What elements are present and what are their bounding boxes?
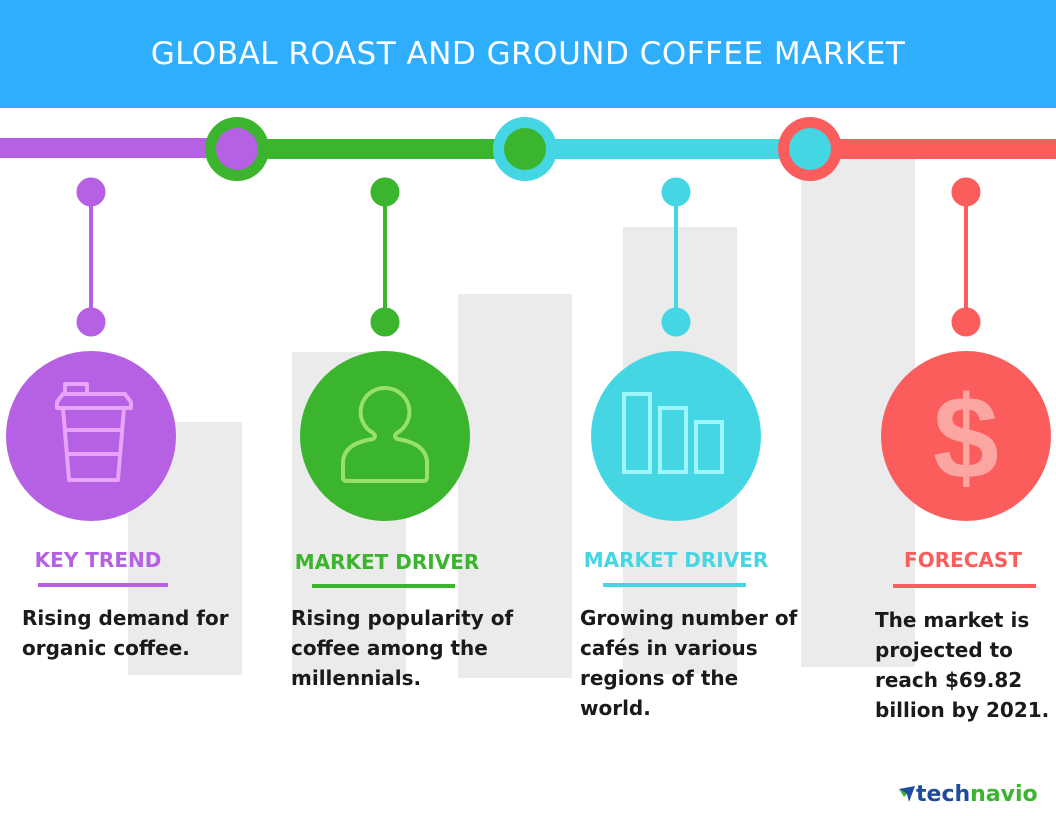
text-line: millennials.	[291, 666, 422, 690]
section-text: Rising demand for organic coffee.	[22, 603, 262, 663]
page-title: GLOBAL ROAST AND GROUND COFFEE MARKET	[150, 36, 906, 72]
section-text: Rising popularity of coffee among the mi…	[291, 603, 531, 693]
text-line: regions of the	[580, 666, 739, 690]
section-label-key-trend: KEY TREND	[34, 548, 162, 572]
section-text: Growing number of cafés in various regio…	[580, 603, 820, 723]
text-line: organic coffee.	[22, 636, 190, 660]
label-underline	[603, 583, 746, 587]
section-text: The market is projected to reach $69.82 …	[875, 605, 1056, 725]
text-line: The market is	[875, 608, 1030, 632]
svg-text:$: $	[933, 372, 999, 504]
text-line: projected to	[875, 638, 1013, 662]
technavio-logo: technavio	[898, 782, 1038, 807]
text-line: Growing number of	[580, 606, 798, 630]
dollar-icon: $	[881, 351, 1051, 521]
header-banner: GLOBAL ROAST AND GROUND COFFEE MARKET	[0, 0, 1056, 108]
text-line: Rising demand for	[22, 606, 229, 630]
logo-text-tech: tech	[916, 782, 971, 807]
label-underline	[38, 583, 168, 587]
text-line: coffee among the	[291, 636, 488, 660]
bar-chart-icon	[591, 351, 761, 521]
text-line: billion by 2021.	[875, 698, 1050, 722]
label-underline	[893, 584, 1036, 588]
text-line: cafés in various	[580, 636, 758, 660]
label-underline	[312, 584, 455, 588]
text-line: reach $69.82	[875, 668, 1023, 692]
background-bar	[458, 294, 572, 678]
logo-text-navio: navio	[970, 782, 1038, 807]
section-label-forecast: FORECAST	[904, 548, 1022, 572]
timeline	[0, 117, 1056, 337]
person-icon	[300, 351, 470, 521]
logo-arrow-icon	[899, 786, 915, 802]
section-label-market-driver: MARKET DRIVER	[294, 550, 480, 574]
section-label-market-driver: MARKET DRIVER	[583, 548, 769, 572]
text-line: world.	[580, 696, 651, 720]
text-line: Rising popularity of	[291, 606, 514, 630]
coffee-cup-icon	[6, 351, 176, 521]
